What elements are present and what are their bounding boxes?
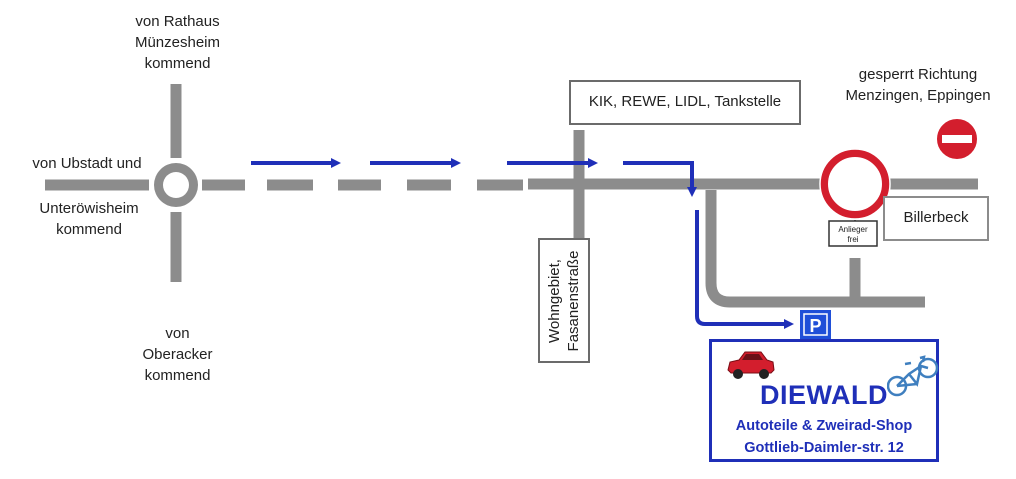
stores-label-box: KIK, REWE, LIDL, Tankstelle (569, 80, 801, 125)
roads (45, 84, 978, 308)
exception-sign-line1: Anlieger (838, 225, 868, 234)
south-origin-label: von Oberacker kommend (142, 325, 213, 384)
town-label: Billerbeck (903, 209, 969, 226)
stores-label: KIK, REWE, LIDL, Tankstelle (588, 93, 782, 110)
route-arrow-turn (623, 161, 697, 197)
exception-sign-line2: frei (847, 235, 858, 244)
shop-name: DIEWALD (760, 380, 888, 410)
route-arrow-parking (695, 210, 794, 329)
car-icon (727, 351, 775, 379)
bicycle-icon (887, 355, 939, 397)
west-origin-label-2: Unteröwisheim kommend (39, 200, 139, 238)
shop-line1: Autoteile & Zweirad-Shop (735, 418, 913, 434)
north-origin-label: von Rathaus Münzesheim kommend (134, 13, 221, 72)
route-arrows (251, 158, 794, 329)
shop-line2: Gottlieb-Daimler-str. 12 (744, 440, 904, 456)
no-entry-sign-icon (935, 117, 979, 161)
exception-sign-plate: Anlieger frei (828, 220, 878, 247)
no-vehicles-sign-icon (819, 148, 891, 220)
shop-box: DIEWALD Autoteile & Zweirad-Shop Gottlie… (709, 339, 939, 462)
parking-sign-icon: P (800, 310, 831, 339)
closed-direction-label: gesperrt Richtung Menzingen, Eppingen (845, 66, 991, 104)
roundabout-icon (154, 163, 198, 207)
residential-label-box: Wohngebiet, Fasanenstraße (538, 238, 590, 363)
town-label-box: Billerbeck (883, 196, 989, 241)
west-origin-label-1: von Ubstadt und (32, 155, 142, 172)
parking-sign-label: P (809, 316, 821, 336)
road-gewerbegebiet (705, 190, 925, 308)
residential-label: Wohngebiet, Fasanenstraße (546, 250, 582, 351)
